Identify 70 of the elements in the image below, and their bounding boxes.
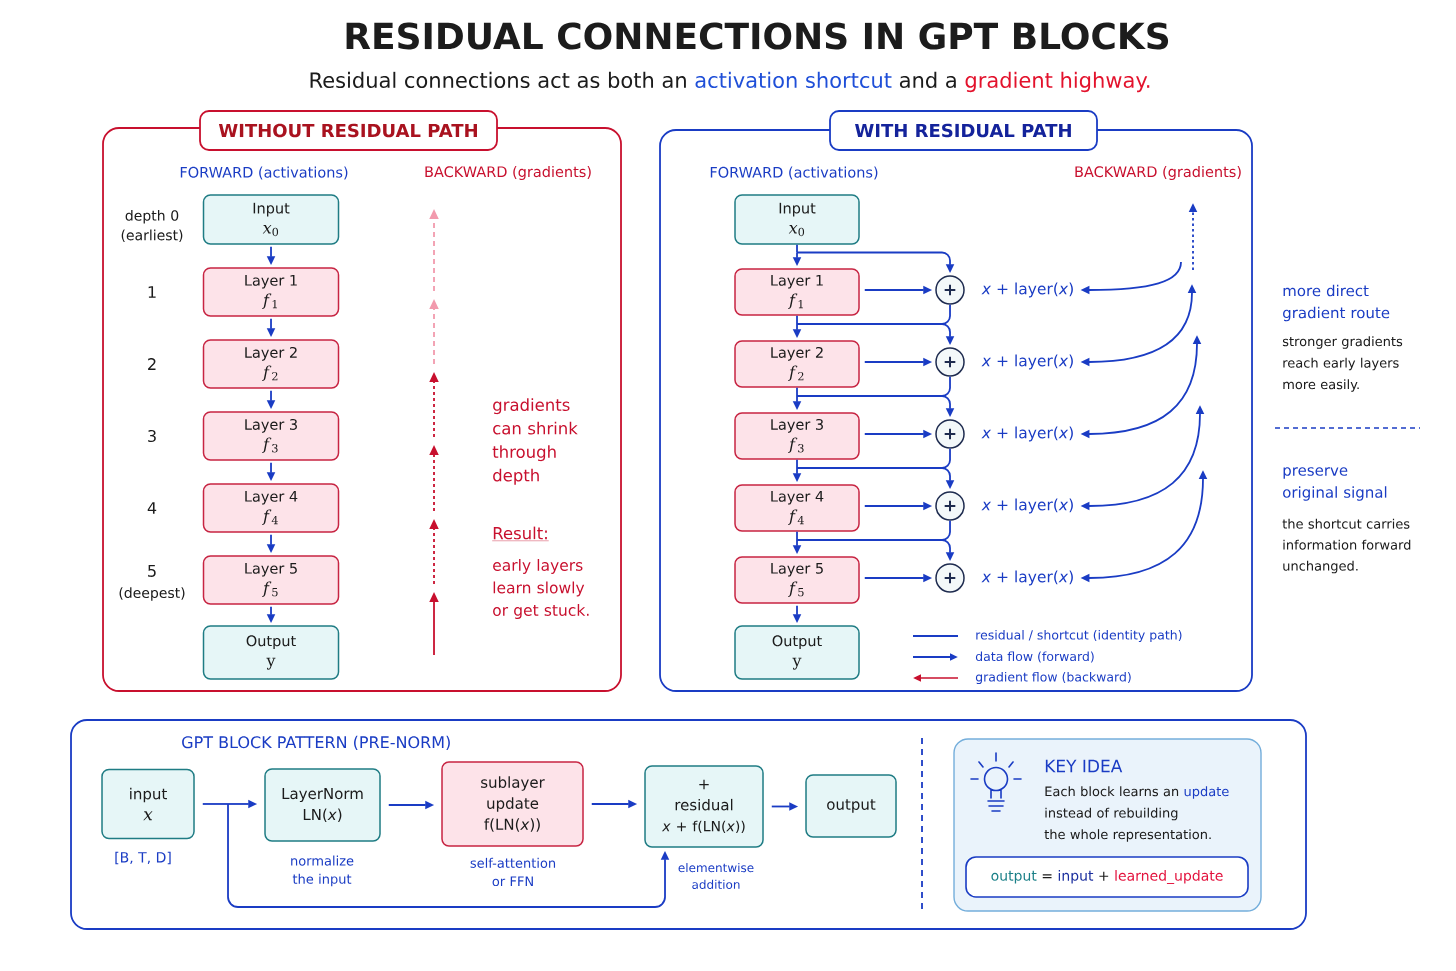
column-heading: FORWARD (activations) — [180, 166, 348, 180]
note-text: gradients can shrink through depth — [492, 398, 578, 485]
connector-line — [941, 519, 951, 541]
connector-line — [941, 447, 951, 469]
connector-line — [796, 251, 943, 254]
input-box: Input x$_{0}$ — [734, 194, 860, 245]
connector-line — [796, 539, 943, 541]
layer-box: Layer 2 f$_{2}$ — [734, 340, 860, 388]
note-text: self-attention or FFN — [470, 857, 556, 887]
layer-box: Layer 3 f$_{3}$ — [202, 411, 340, 461]
input-box: Input x$_{0}$ — [202, 194, 340, 245]
connector-line — [796, 386, 798, 397]
card-text: Each block learns an update instead of rebuilding the whole representation. — [1044, 786, 1229, 842]
equation-label: x + layer(x) — [981, 426, 1073, 442]
layer-box: Layer 4 f$_{4}$ — [202, 483, 340, 533]
process-box: sublayer update f(LN(x)) — [441, 761, 584, 847]
input-box: input x — [101, 768, 195, 840]
connector-line — [796, 458, 798, 469]
layer-box: Layer 5 f$_{5}$ — [734, 556, 860, 604]
column-heading: FORWARD (activations) — [710, 166, 878, 180]
layer-box: Layer 1 f$_{1}$ — [734, 268, 860, 316]
note-text: normalize the input — [291, 855, 354, 887]
note-text: the shortcut carries information forward unchanged. — [1282, 518, 1411, 574]
column-heading: BACKWARD (gradients) — [425, 165, 591, 180]
connector-line — [941, 375, 951, 397]
note-heading: more direct gradient route — [1283, 284, 1390, 322]
output-box: output — [805, 774, 897, 838]
note-text: stronger gradients reach early layers more easily. — [1282, 336, 1403, 392]
layer-box: Layer 3 f$_{3}$ — [734, 412, 860, 460]
legend-label: gradient flow (backward) — [975, 671, 1131, 685]
connector-line — [796, 530, 798, 541]
title: RESIDUAL CONNECTIONS IN GPT BLOCKS — [346, 22, 1169, 50]
legend-label: data flow (forward) — [975, 651, 1094, 663]
note-text: early layers learn slowly or get stuck. — [493, 559, 589, 619]
connector-line — [941, 303, 951, 325]
depth-label: 1 — [148, 286, 156, 298]
equation-label: x + layer(x) — [981, 354, 1073, 370]
connector-line — [796, 314, 798, 325]
connector-line — [796, 243, 798, 254]
shape-label: [B, T, D] — [115, 851, 171, 865]
depth-label: 5 — [148, 565, 156, 577]
connector-line — [796, 395, 943, 397]
process-box: LayerNorm LN(x) — [264, 768, 381, 842]
layer-box: Layer 5 f$_{5}$ — [202, 555, 340, 605]
depth-label: (deepest) — [119, 587, 185, 601]
output-box: Output y — [734, 625, 860, 680]
connector-line — [796, 323, 943, 325]
equation-label: x + layer(x) — [981, 570, 1073, 586]
depth-label: 2 — [148, 358, 156, 370]
note-heading: Result: — [492, 526, 549, 541]
subtitle: Residual connections act as both an activation shortcut and a gradient highway. — [310, 71, 1150, 93]
panel-heading: GPT BLOCK PATTERN (PRE-NORM) — [182, 735, 450, 751]
equation-label: x + layer(x) — [981, 282, 1073, 298]
depth-label: depth 0 (earliest) — [121, 209, 183, 243]
output-box: Output y — [202, 625, 340, 680]
connector-line — [201, 803, 229, 805]
formula-box: output = input + learned_update — [965, 856, 1249, 898]
layer-box: Layer 2 f$_{2}$ — [202, 339, 340, 389]
card-heading: KEY IDEA — [1045, 759, 1123, 773]
sum-box: + residual x + f(LN(x)) — [644, 765, 764, 848]
equation-label: x + layer(x) — [981, 498, 1073, 514]
layer-box: Layer 4 f$_{4}$ — [734, 484, 860, 532]
note-text: elementwise addition — [678, 862, 754, 890]
depth-label: 4 — [147, 502, 157, 514]
legend-label: residual / shortcut (identity path) — [976, 629, 1182, 643]
layer-box: Layer 1 f$_{1}$ — [202, 267, 340, 317]
depth-label: 3 — [148, 429, 156, 443]
column-heading: BACKWARD (gradients) — [1075, 165, 1241, 180]
connector-line — [796, 467, 943, 469]
note-heading: preserve original signal — [1283, 467, 1387, 501]
